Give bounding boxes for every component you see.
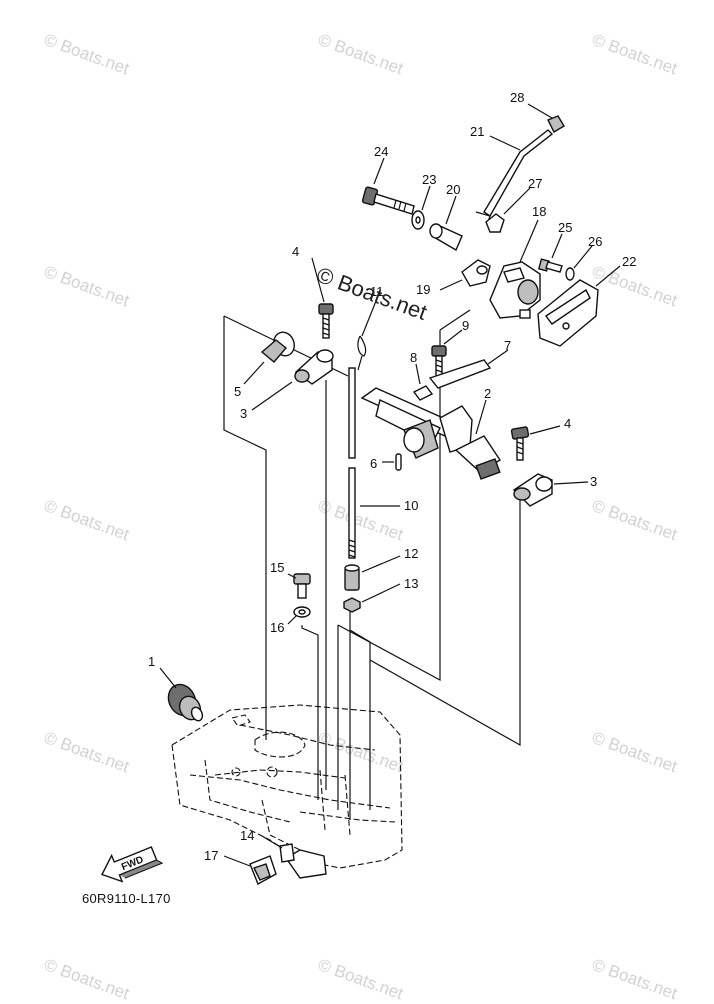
label-23: 23 xyxy=(422,172,436,187)
part-15-bolt xyxy=(287,573,311,599)
part-5-collar xyxy=(243,331,295,385)
label-12: 12 xyxy=(404,546,418,561)
part-27-retainer xyxy=(485,187,531,233)
part-1-grommet xyxy=(159,667,204,722)
part-3-shift-link-right xyxy=(512,473,589,507)
label-26: 26 xyxy=(588,234,602,249)
label-28: 28 xyxy=(510,90,524,105)
part-18-shift-arm xyxy=(489,219,541,319)
label-16: 16 xyxy=(270,620,284,635)
label-5: 5 xyxy=(234,384,241,399)
label-19: 19 xyxy=(416,282,430,297)
label-20: 20 xyxy=(446,182,460,197)
label-21: 21 xyxy=(470,124,484,139)
part-7-plate xyxy=(428,349,509,389)
label-25: 25 xyxy=(558,220,572,235)
part-4-bolt-right xyxy=(510,425,561,461)
label-4-left: 4 xyxy=(292,244,299,259)
part-20-collar xyxy=(429,195,463,252)
label-18: 18 xyxy=(532,204,546,219)
label-22: 22 xyxy=(622,254,636,269)
label-14: 14 xyxy=(240,828,254,843)
label-2: 2 xyxy=(484,386,491,401)
part-19-link xyxy=(439,259,491,291)
label-17: 17 xyxy=(204,848,218,863)
part-12-collar xyxy=(344,555,401,591)
part-22-bracket xyxy=(537,265,621,347)
part-9-bolt xyxy=(431,329,463,377)
label-4-right: 4 xyxy=(564,416,571,431)
label-27: 27 xyxy=(528,176,542,191)
part-25-screw xyxy=(537,233,563,273)
alignment-lines xyxy=(223,309,521,820)
part-4-bolt-left xyxy=(311,257,334,339)
label-6: 6 xyxy=(370,456,377,471)
part-26-washer xyxy=(565,245,593,281)
part-2-shift-lever xyxy=(360,387,501,480)
part-10-shift-rod xyxy=(348,367,400,559)
part-11-cotter-pin xyxy=(357,295,379,371)
label-24: 24 xyxy=(374,144,388,159)
part-14-clamp xyxy=(261,835,327,879)
diagram-code: 60R9110-L170 xyxy=(82,891,171,906)
fwd-arrow-icon: FWD xyxy=(101,846,164,883)
part-6-pin xyxy=(382,453,402,471)
part-23-washer xyxy=(411,185,431,230)
label-3-right: 3 xyxy=(590,474,597,489)
bottom-cowling-outline xyxy=(171,704,403,869)
label-3-left: 3 xyxy=(240,406,247,421)
part-13-nut xyxy=(343,583,401,613)
part-3-shift-link-left xyxy=(251,349,334,411)
label-8: 8 xyxy=(410,350,417,365)
label-7: 7 xyxy=(504,338,511,353)
label-11: 11 xyxy=(370,284,384,299)
label-13: 13 xyxy=(404,576,418,591)
label-9: 9 xyxy=(462,318,469,333)
part-16-washer xyxy=(287,606,311,625)
label-15: 15 xyxy=(270,560,284,575)
part-24-bolt xyxy=(361,157,415,215)
part-28-cap xyxy=(527,103,565,133)
part-labels: 1 2 3 3 4 4 5 6 7 8 9 10 11 12 13 14 15 … xyxy=(148,90,636,863)
label-10: 10 xyxy=(404,498,418,513)
part-17-holder xyxy=(223,855,277,885)
part-8-nut xyxy=(412,363,434,401)
label-1: 1 xyxy=(148,654,155,669)
